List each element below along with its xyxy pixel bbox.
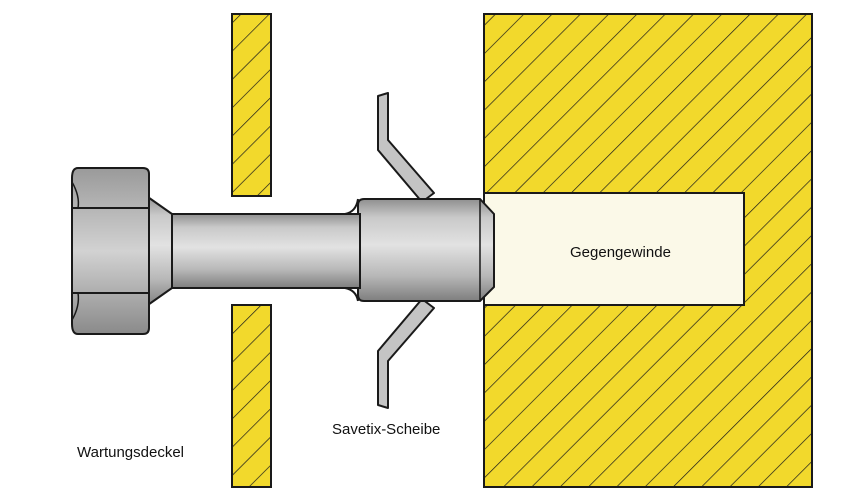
bolt-head — [71, 167, 150, 335]
service-cover — [231, 13, 272, 488]
hex-bolt-icon — [71, 167, 495, 335]
washer-lower-leg — [377, 298, 435, 409]
bolt-head-facet-bottom — [71, 292, 80, 321]
service-cover-upper — [231, 13, 272, 197]
spring-washer-icon — [377, 92, 435, 409]
washer-upper-leg — [377, 92, 435, 203]
label-washer: Savetix-Scheibe — [332, 421, 440, 438]
bolt-thread-section — [357, 198, 495, 302]
counter-thread-block — [483, 13, 813, 488]
label-counter-thread: Gegengewinde — [570, 244, 671, 261]
label-service-cover: Wartungsdeckel — [77, 444, 184, 461]
bolt-shank — [171, 213, 361, 289]
bolt-head-facet-top — [71, 181, 80, 209]
service-cover-lower — [231, 304, 272, 488]
bolt-step — [344, 198, 359, 302]
